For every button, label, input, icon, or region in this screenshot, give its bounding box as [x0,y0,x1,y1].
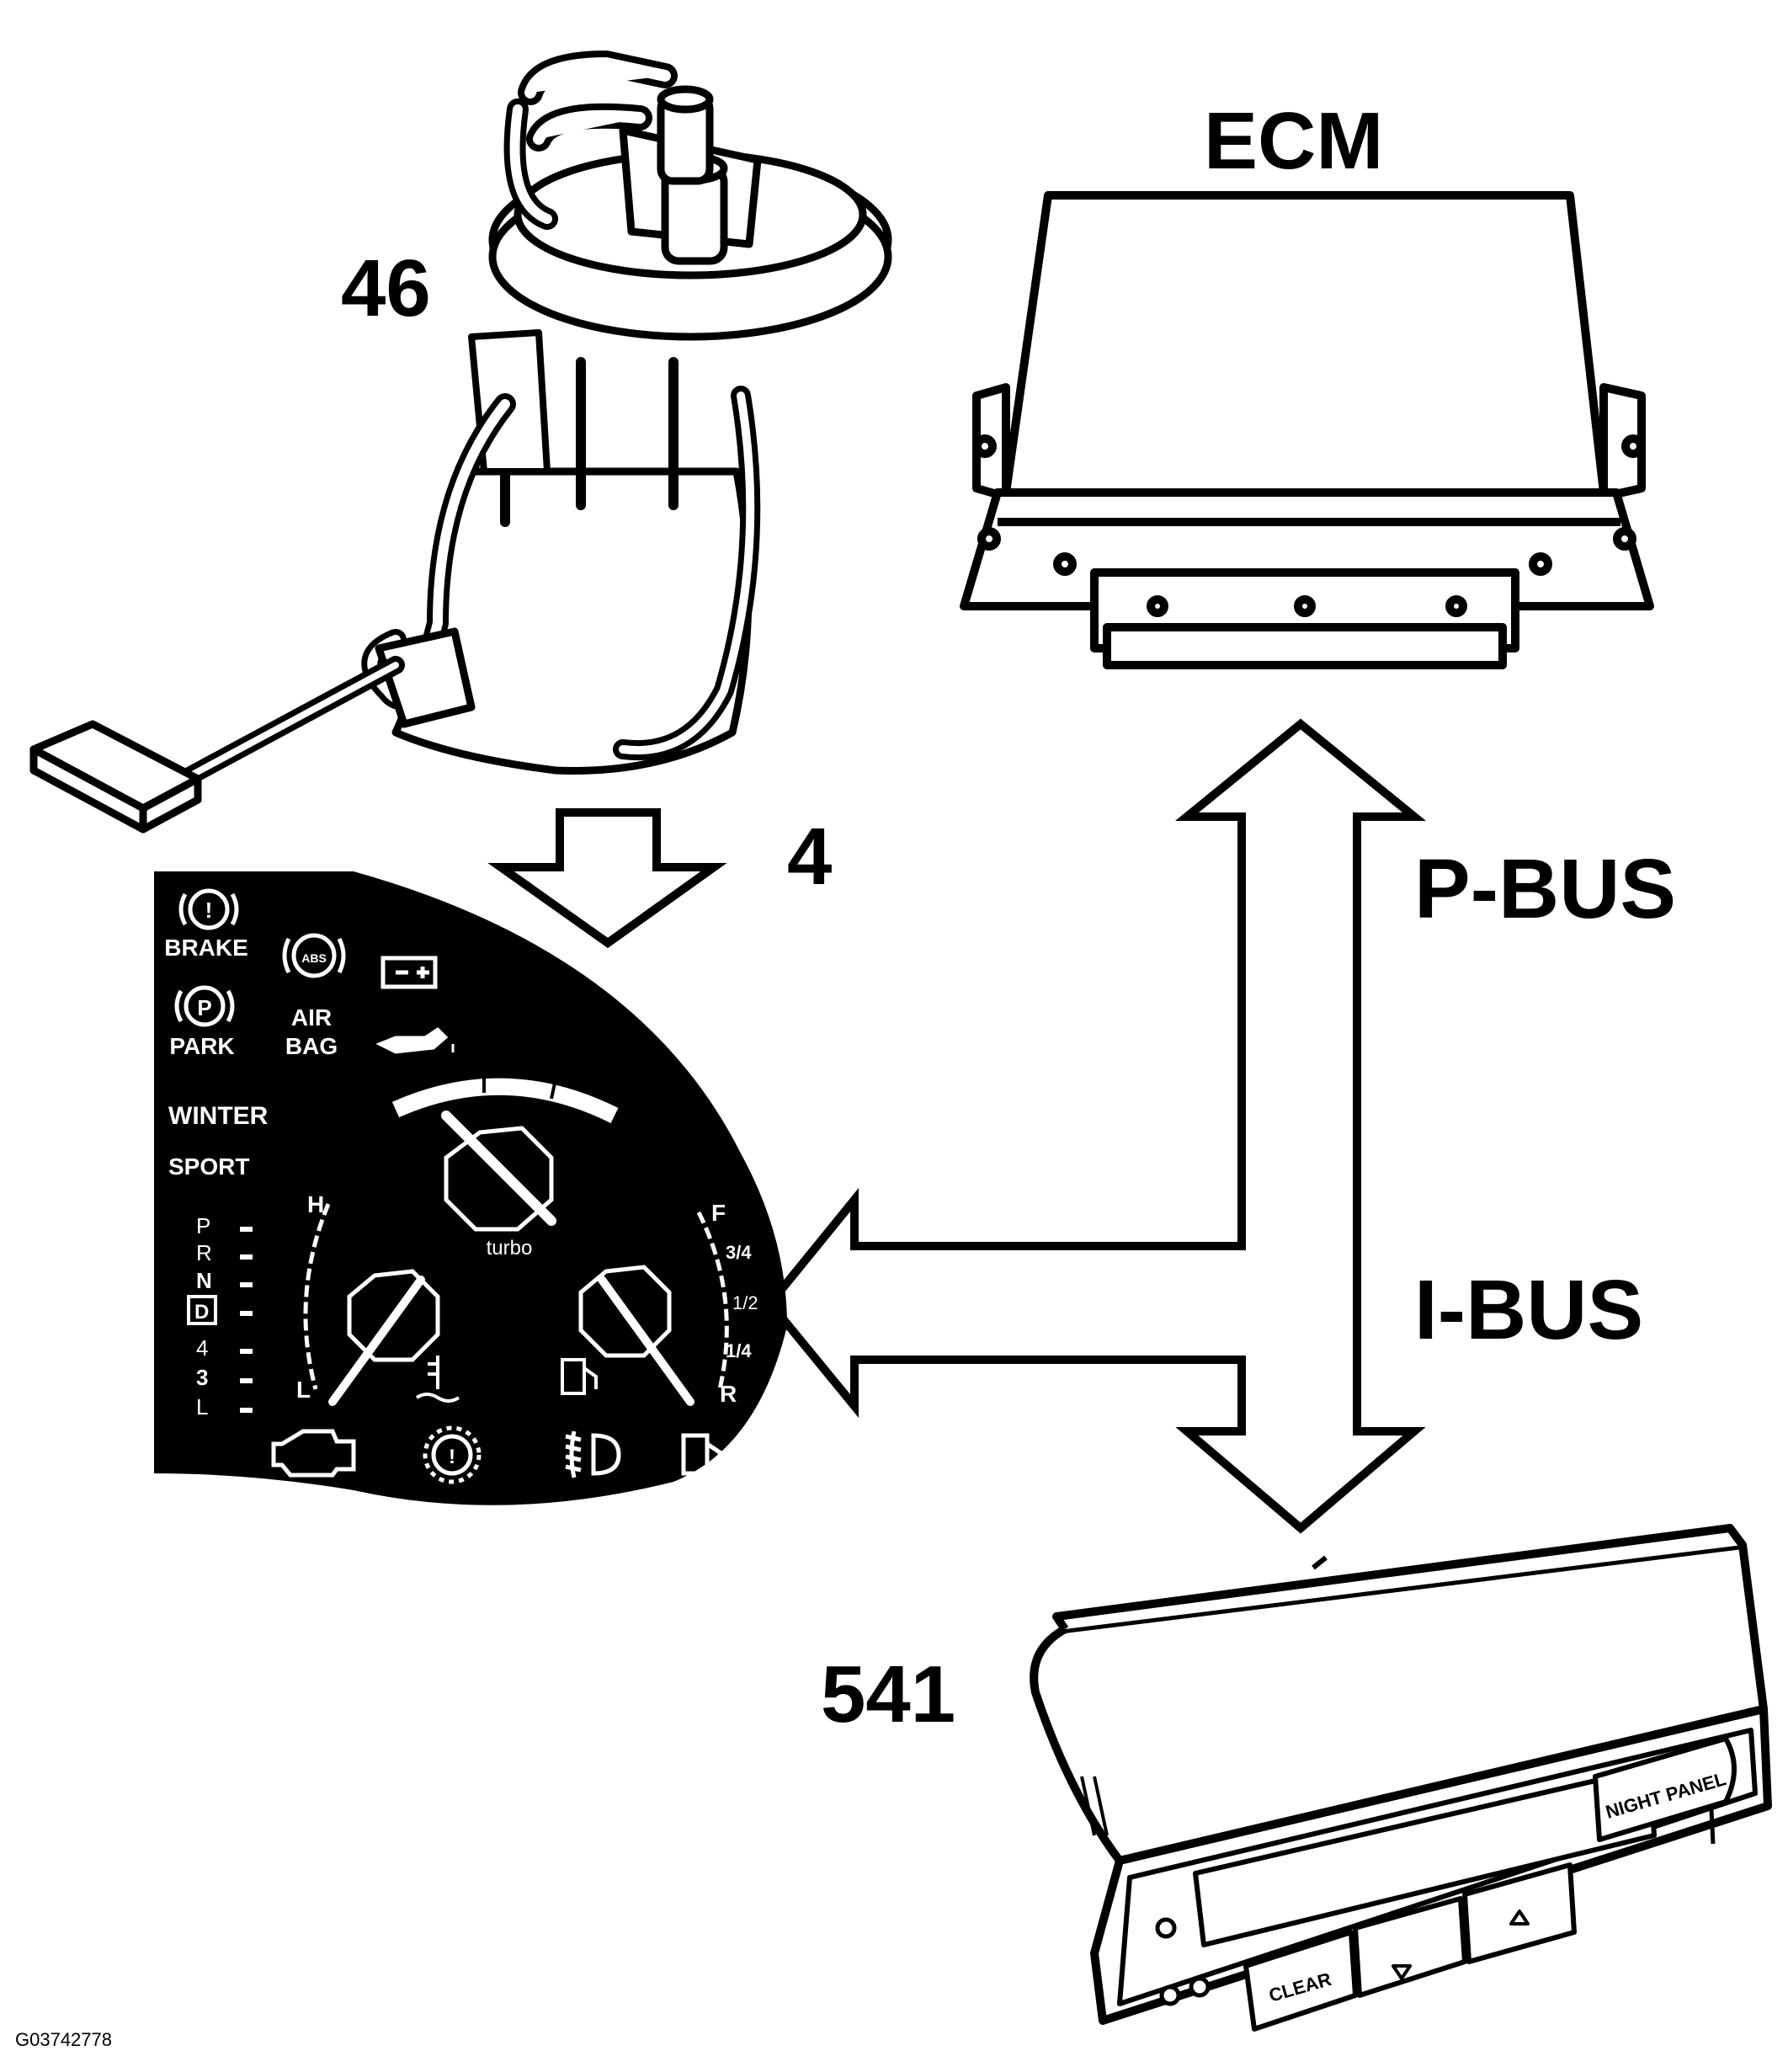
battery-icon [380,956,438,989]
park-label: PARK [169,1033,234,1059]
brake-light-icon [423,1425,482,1484]
check-engine-icon [271,1429,356,1478]
low-fuel-icon [681,1433,722,1476]
fuel-gauge-scale [696,1211,729,1390]
i-bus-label: I-BUS [1414,1263,1643,1357]
svg-text:P: P [197,995,211,1020]
svg-text:!: ! [449,1446,455,1468]
fog-light-icon [565,1430,621,1478]
turbo-label: turbo [487,1237,533,1260]
turbo-gauge-scale [391,1078,619,1123]
fuel-three-quarter-label: 3/4 [726,1242,752,1263]
winter-mode-label: WINTER [168,1102,269,1130]
turbo-gauge-needle [441,1111,556,1226]
brake-label: BRAKE [164,935,248,961]
info-display-unit-illustration [1030,1524,1772,2032]
fuel-half-label: 1/2 [732,1292,758,1313]
coolant-temp-icon [415,1356,460,1403]
gear-indicator: P R N D 4 3 L [187,1213,253,1420]
svg-text:ABS: ABS [301,951,327,965]
airbag-label-top: AIR [291,1004,332,1031]
oil-pressure-icon [375,1027,455,1054]
temp-gauge-needle [328,1276,425,1406]
airbag-label-bottom: BAG [285,1033,338,1059]
svg-text:!: ! [205,898,213,923]
down-arrow [487,808,727,949]
fuel-gauge-needle [598,1276,694,1406]
instrument-cluster: ! BRAKE ABS P PARK AIR BAG WINTER SPORT … [154,871,787,1505]
svg-text:3: 3 [196,1365,208,1390]
fuel-pump-illustration [29,51,892,834]
bus-arrow-network [764,718,1427,1534]
fuel-quarter-label: 1/4 [726,1340,752,1361]
svg-text:P: P [196,1213,210,1238]
fuel-reserve-label: R [720,1381,737,1407]
figure-reference-code: G03742778 [15,2029,112,2050]
turbo-gauge-dial [444,1126,554,1232]
p-bus-label: P-BUS [1414,842,1676,936]
fuel-pump-number: 46 [341,243,431,333]
park-brake-icon [174,985,235,1027]
svg-text:L: L [196,1394,208,1420]
svg-text:N: N [196,1268,212,1293]
brake-warning-icon [178,888,239,930]
svg-text:D: D [194,1301,209,1324]
fuel-pump-gauge-icon [561,1358,598,1395]
svg-text:R: R [196,1240,212,1265]
temp-gauge-scale [303,1203,331,1390]
svg-text:4: 4 [196,1335,208,1361]
sport-mode-label: SPORT [168,1153,249,1180]
abs-warning-icon [282,933,346,978]
sid-number: 541 [821,1649,955,1739]
temp-high-label: H [307,1191,324,1217]
fuel-full-label: F [711,1200,726,1226]
cluster-number: 4 [787,812,832,902]
temp-low-label: L [296,1377,311,1403]
ecm-label: ECM [1204,96,1383,186]
fuel-gauge-dial [578,1265,672,1358]
ecm-unit-illustration [960,191,1654,669]
